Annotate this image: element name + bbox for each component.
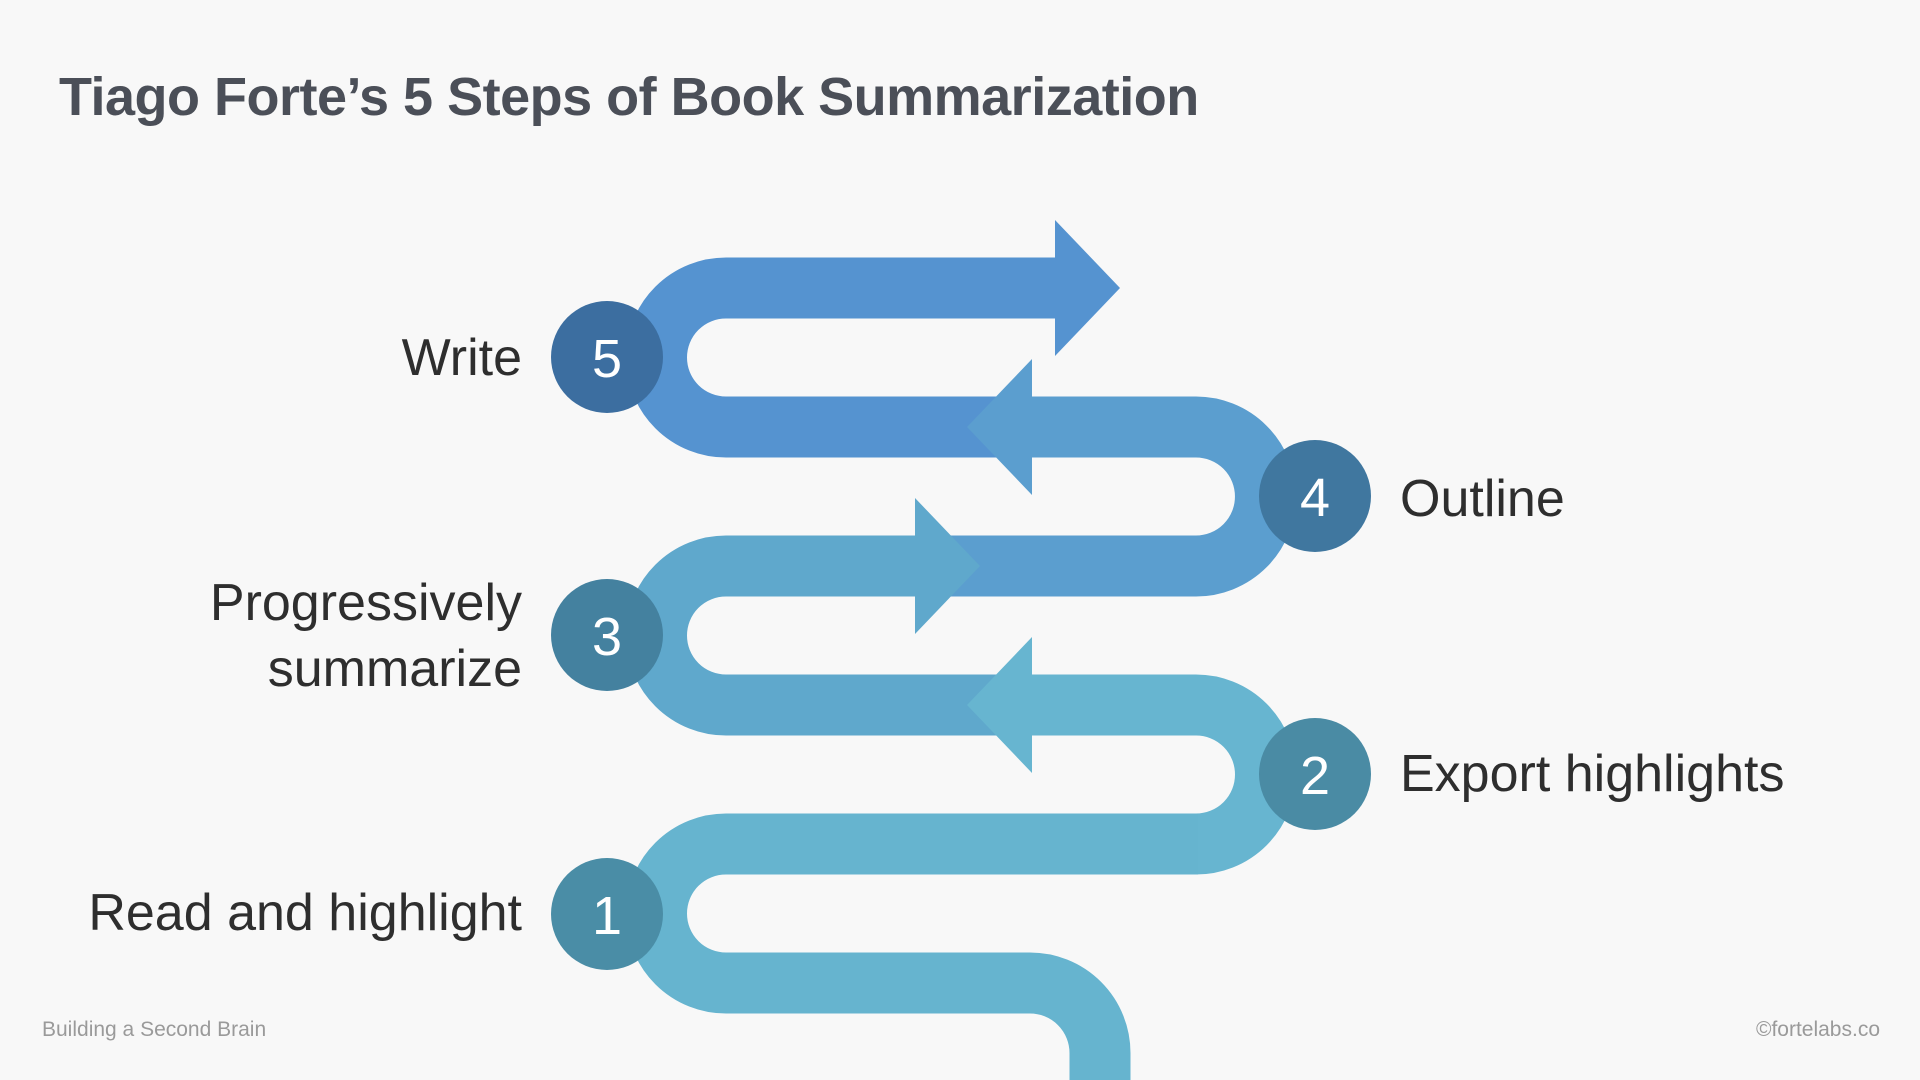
- step-label-4: Outline: [1400, 470, 1565, 528]
- step-circle-1: 1: [551, 858, 663, 970]
- step-number-2: 2: [1300, 746, 1330, 806]
- step-circle-2: 2: [1259, 718, 1371, 830]
- step-circle-3: 3: [551, 579, 663, 691]
- step-number-1: 1: [592, 886, 622, 946]
- band-step-1: [626, 813, 1198, 1080]
- footer-copyright: ©fortelabs.co: [1755, 1018, 1880, 1041]
- page-title: Tiago Forte’s 5 Steps of Book Summarizat…: [59, 67, 1199, 127]
- step-label-3-line-1: Progressively: [209, 574, 522, 632]
- step-label-1: Read and highlight: [88, 884, 522, 942]
- band-step-2: [967, 637, 1296, 875]
- footer-brand: Building a Second Brain: [42, 1018, 267, 1041]
- step-number-3: 3: [592, 607, 622, 667]
- step-label-2: Export highlights: [1400, 745, 1785, 803]
- band-step-5: [626, 220, 1120, 458]
- step-label-5: Write: [401, 329, 522, 387]
- step-circle-4: 4: [1259, 440, 1371, 552]
- band-step-3: [626, 498, 1000, 736]
- step-number-4: 4: [1300, 468, 1330, 528]
- step-label-3: Progressively summarize: [210, 570, 522, 702]
- step-number-5: 5: [592, 329, 622, 389]
- step-label-3-line-2: summarize: [267, 640, 522, 698]
- step-circle-5: 5: [551, 301, 663, 413]
- band-step-4: [950, 359, 1296, 597]
